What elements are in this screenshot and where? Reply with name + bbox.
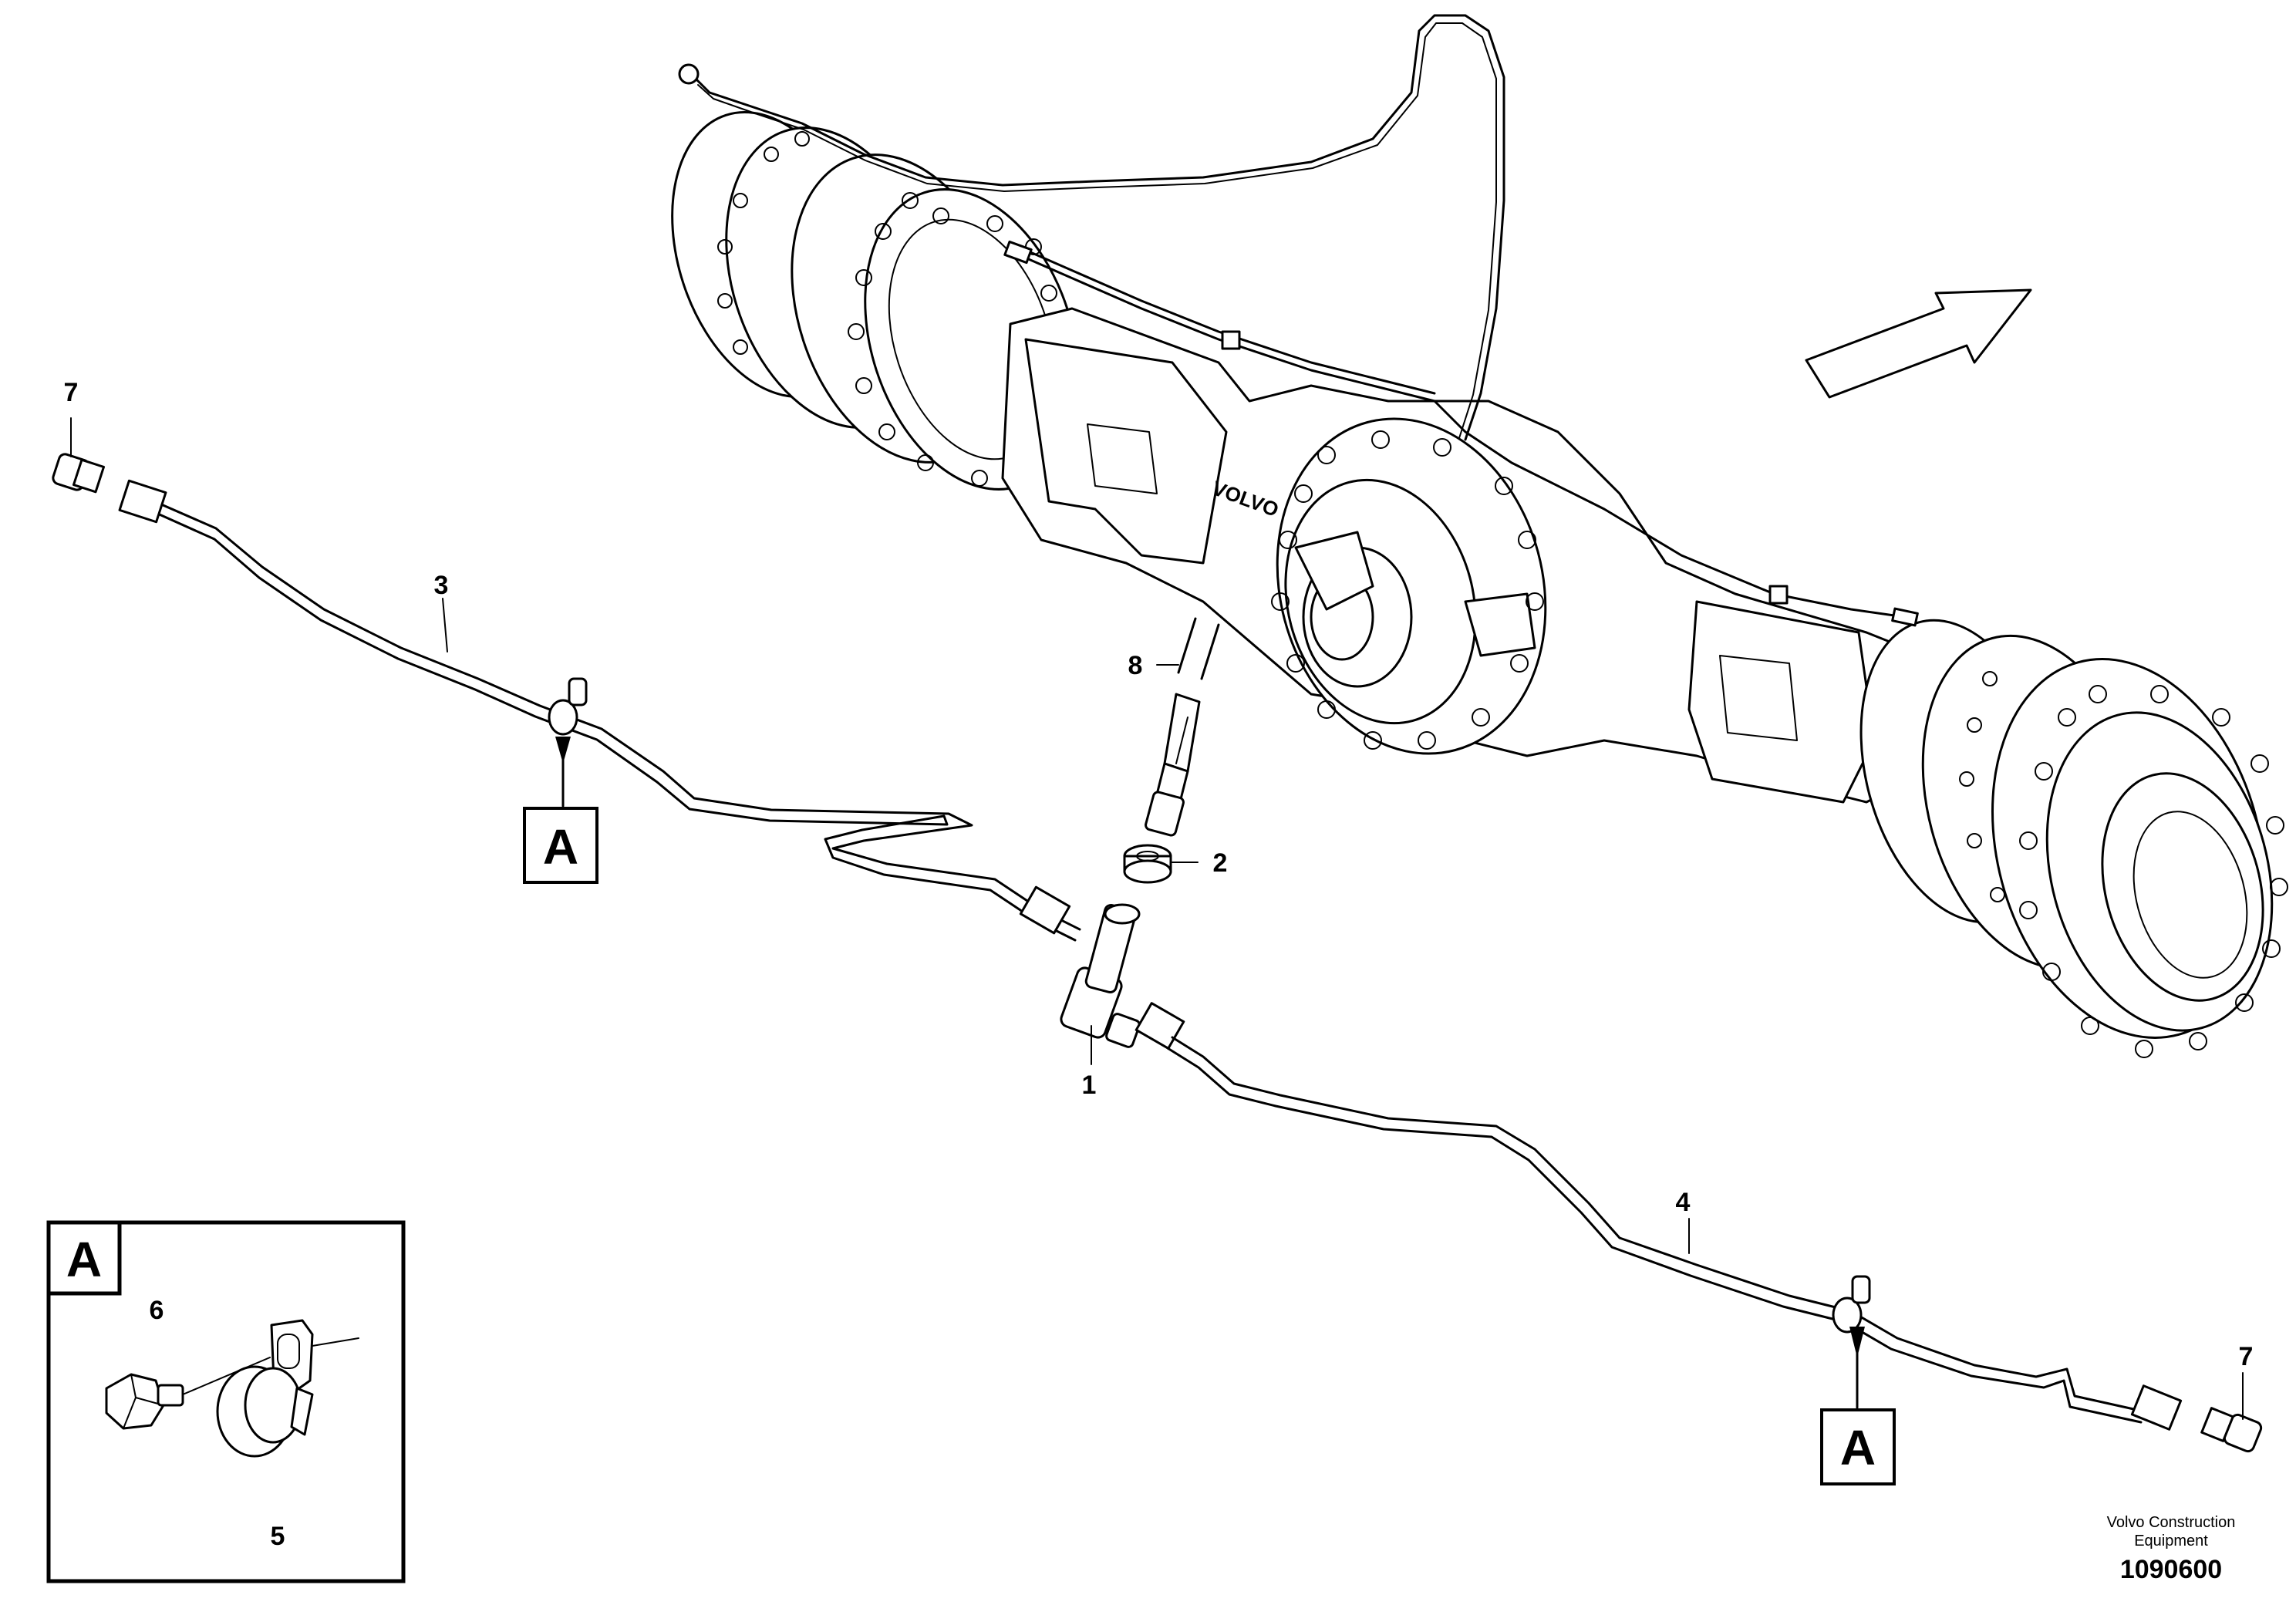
callout-4: 4 — [1676, 1188, 1691, 1217]
axle-housing: VOLVO — [1001, 307, 1976, 804]
brand-line-1: Volvo Construction — [2107, 1514, 2236, 1531]
drawing-number: 1090600 — [2120, 1555, 2222, 1584]
pipe-3-clamp — [548, 677, 588, 736]
pipe-4-clamp — [1832, 1275, 1871, 1334]
triangle-pointer-icon — [1849, 1327, 1865, 1357]
hose-8 — [1145, 617, 1220, 837]
washer-2 — [1123, 844, 1172, 884]
hose-end-fitting — [678, 63, 700, 85]
detail-inset-a: A — [46, 1220, 406, 1583]
pipe-4-left-nut — [1135, 1002, 1185, 1050]
axle-brake-lines — [1003, 240, 1919, 627]
detail-box-left: A — [523, 807, 598, 884]
brand-line-2: Equipment — [2134, 1533, 2208, 1549]
callout-8: 8 — [1128, 651, 1143, 680]
brake-pipe-4 — [1135, 1002, 2263, 1453]
detail-pointer-left — [555, 737, 571, 808]
callout-numbers: 7 3 8 2 1 4 7 6 5 — [64, 378, 2254, 1551]
detail-marker-left: A — [543, 819, 578, 875]
axle-assembly: VOLVO — [671, 14, 2288, 1058]
direction-arrow-icon — [1805, 288, 2032, 399]
detail-pointer-right — [1849, 1325, 1865, 1409]
detail-marker-inset: A — [66, 1232, 102, 1287]
axle-top-hose — [693, 14, 1505, 441]
detail-box-right: A — [1820, 1408, 1896, 1485]
bolt-6 — [105, 1373, 184, 1430]
callout-1: 1 — [1082, 1071, 1097, 1100]
pipe-3-right-nut — [1019, 885, 1071, 935]
triangle-pointer-icon — [555, 737, 571, 764]
detail-marker-right: A — [1840, 1420, 1876, 1475]
right-hub — [1859, 619, 2288, 1058]
drawing-footer: Volvo Construction Equipment 1090600 — [2107, 1514, 2236, 1584]
clamp-5 — [182, 1319, 359, 1458]
fitting-7-left-thread — [72, 458, 106, 494]
callout-6: 6 — [150, 1296, 164, 1325]
callout-3: 3 — [434, 571, 449, 600]
tee-fitting-1 — [1060, 903, 1141, 1048]
callout-7-right: 7 — [2239, 1342, 2254, 1371]
brake-pipe-3 — [52, 453, 1081, 942]
callout-2: 2 — [1213, 848, 1228, 878]
fitting-7-right-thread — [2200, 1407, 2234, 1442]
axle-top-hose-inner — [697, 22, 1497, 439]
pipe-4-right-nut — [2130, 1384, 2183, 1431]
pipe-3-nut — [118, 479, 167, 524]
callout-7-left: 7 — [64, 378, 79, 407]
callout-5: 5 — [271, 1522, 285, 1551]
